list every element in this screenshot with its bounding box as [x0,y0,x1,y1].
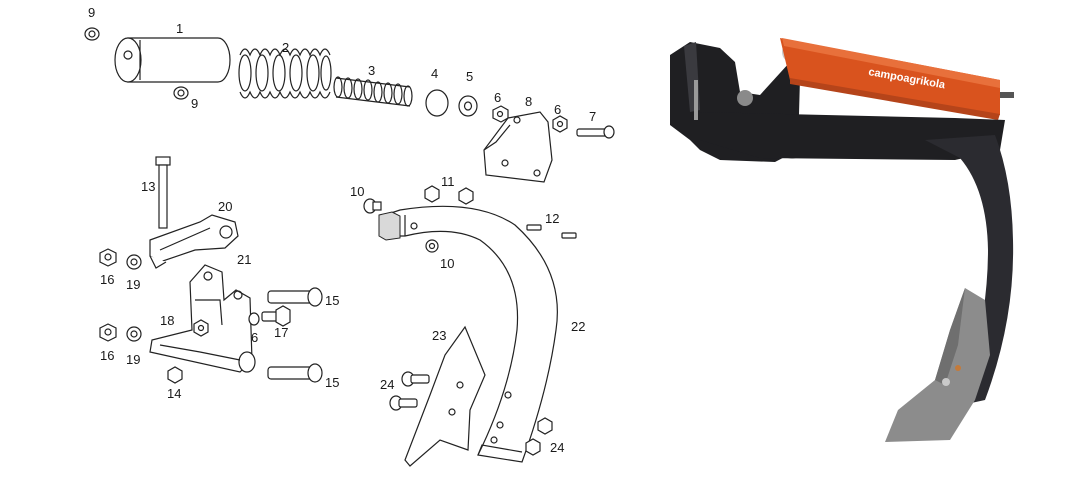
part-19-washer-top [126,254,142,270]
part-11-nut-left [424,185,440,203]
part-7-bolt [576,125,615,139]
part-11-nut-right [458,187,474,205]
callout-14: 14 [167,386,181,401]
callout-11: 11 [441,174,455,189]
callout-1: 1 [176,21,183,36]
part-24-bolt-top [401,371,430,387]
part-1-cylinder-tube [114,37,231,83]
callout-6-left: 6 [494,90,501,105]
callout-10-top: 10 [350,184,364,199]
part-19-washer-bottom [126,326,142,342]
callout-16-top: 16 [100,272,114,287]
part-14-nut [167,366,183,384]
callout-3: 3 [368,63,375,78]
part-20-upper-bracket [149,214,239,269]
part-15-pin-bottom [267,363,323,383]
callout-2: 2 [282,40,289,55]
assembled-tine-photo: campoagrikola [670,38,1014,442]
exploded-parts-diagram: 9 1 9 2 3 4 5 6 8 6 7 13 20 16 19 21 15 … [84,5,615,467]
callout-21: 21 [237,252,251,267]
part-23-share [404,325,486,467]
callout-16-bottom: 16 [100,348,114,363]
part-8-bracket-plate [483,111,553,183]
callout-22: 22 [571,319,585,334]
callout-24-right: 24 [550,440,564,455]
callout-12: 12 [545,211,559,226]
callout-19-top: 19 [126,277,140,292]
part-6-nut-bracket [248,312,260,326]
part-6-nut-left [492,105,509,123]
callout-7: 7 [589,109,596,124]
part-16-nut-bottom [99,323,117,342]
callout-9-top: 9 [88,5,95,20]
callout-8: 8 [525,94,532,109]
photo-share [885,288,990,442]
callout-17: 17 [274,325,288,340]
part-13-long-bolt [155,156,171,229]
part-24-nut-top [537,417,553,435]
part-12-bolt-right [561,232,577,239]
part-17-short-bolt [261,305,291,327]
callout-15-top: 15 [325,293,339,308]
callout-13: 13 [141,179,155,194]
callout-24-left: 24 [380,377,394,392]
part-10-bolt-top [363,198,382,214]
photo-curved-tine [925,135,1014,405]
part-16-nut-top [99,248,117,267]
part-3-small-spring [333,76,413,107]
part-6-nut-right [552,115,568,133]
callout-4: 4 [431,66,438,81]
part-5-washer [458,95,478,117]
part-4-disc [425,89,449,117]
callout-6-right: 6 [554,102,561,117]
part-9-washer-top [84,27,100,41]
part-9-washer-bottom [173,86,189,100]
part-24-nut-bottom [525,438,541,456]
part-10-bolt-bottom [425,239,439,253]
callout-23: 23 [432,328,446,343]
callout-18: 18 [160,313,174,328]
part-21-main-bracket [149,264,256,373]
part-12-bolt-left [526,224,542,231]
part-2-large-spring [238,48,332,99]
photo-spring-cylinder: campoagrikola [780,38,1014,120]
callout-19-bottom: 19 [126,352,140,367]
callout-10-bottom: 10 [440,256,454,271]
part-22-curved-tine [378,205,558,463]
callout-5: 5 [466,69,473,84]
callout-6-bracket: 6 [251,330,258,345]
callout-15-bottom: 15 [325,375,339,390]
callout-9-bottom: 9 [191,96,198,111]
part-24-bolt-bottom [389,395,418,411]
part-15-pin-top [267,287,323,307]
part-18-nut [193,319,209,337]
callout-20: 20 [218,199,232,214]
